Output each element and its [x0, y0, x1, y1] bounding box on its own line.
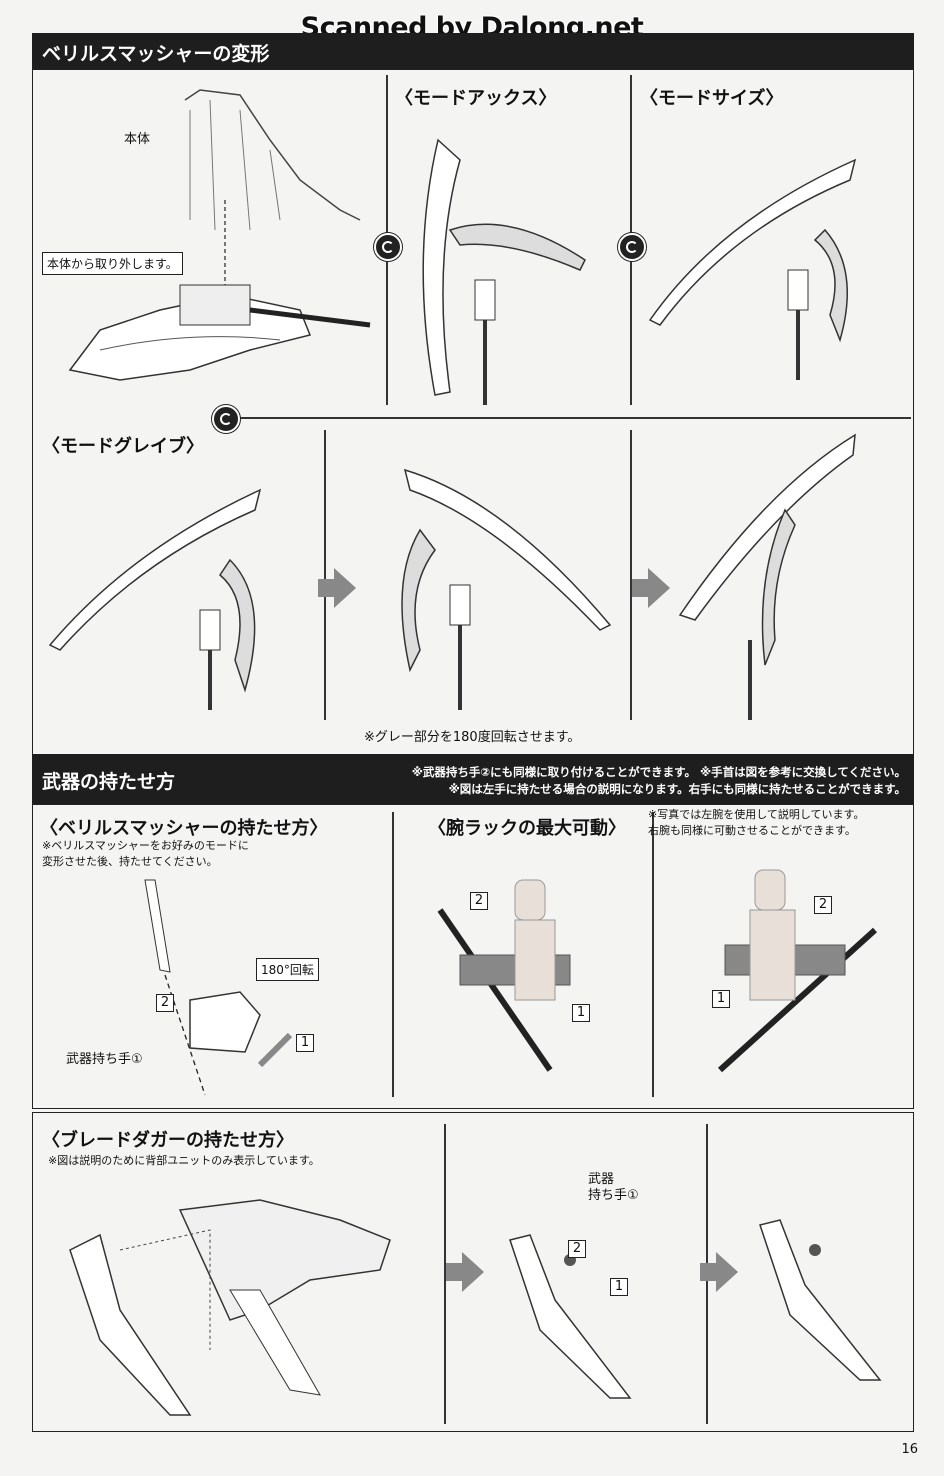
section-transform-header: ベリルスマッシャーの変形: [32, 33, 914, 69]
dagger-title: 〈ブレードダガーの持たせ方〉: [42, 1130, 294, 1151]
mode-glaive-title: 〈モードグレイブ〉: [42, 436, 204, 457]
step-num-2: 2: [814, 896, 832, 914]
note-gray: ※グレー部分を180度回転させます。: [364, 730, 581, 745]
page-number: 16: [901, 1442, 918, 1457]
label-body: 本体: [124, 132, 151, 147]
step-num-2: 2: [156, 994, 174, 1012]
weapon-illustration-axe: [422, 138, 586, 405]
section-hold-header: 武器の持たせ方 ※武器持ち手②にも同様に取り付けることができます。 ※手首は図を…: [32, 754, 914, 804]
section-hold-title: 武器の持たせ方: [42, 771, 176, 793]
arm-rack-note: ※写真では左腕を使用して説明しています。 右腕も同様に可動させることができます。: [648, 808, 865, 837]
step-num-1: 1: [610, 1278, 628, 1296]
weapon-illustration-glaive-2: [401, 468, 612, 710]
transform-icon: [374, 233, 402, 261]
divider: [630, 430, 632, 720]
dagger-frame: [32, 1112, 914, 1432]
transform-icon: [618, 233, 646, 261]
dagger-note: ※図は説明のために背部ユニットのみ表示しています。: [48, 1154, 320, 1167]
divider: [652, 812, 654, 1097]
divider: [225, 417, 911, 419]
hold-note-2: ※図は左手に持たせる場合の説明になります。右手にも同様に持たせることができます。: [448, 782, 906, 796]
hold-illustration-arm-2: [717, 869, 878, 1073]
hold-note-1: ※武器持ち手②にも同様に取り付けることができます。 ※手首は図を参考に交換してく…: [411, 765, 906, 779]
step-num-1: 1: [712, 990, 730, 1008]
beryl-hold-note: ※ベリルスマッシャーをお好みのモードに 変形させた後、持たせてください。: [42, 839, 249, 868]
label-hand1: 武器持ち手①: [66, 1052, 143, 1067]
weapon-illustration-body: [68, 89, 371, 381]
label-remove: 本体から取り外します。: [42, 252, 183, 275]
mode-scythe-title: 〈モードサイズ〉: [640, 88, 784, 109]
hold-frame: [32, 804, 914, 1109]
divider: [444, 1124, 446, 1424]
weapon-illustration-scythe: [648, 158, 857, 380]
dagger-illustration-3: [759, 1219, 882, 1381]
transform-icon: [212, 405, 240, 433]
step-num-1: 1: [296, 1034, 314, 1052]
step-num-2: 2: [568, 1240, 586, 1258]
step-num-2: 2: [470, 892, 488, 910]
beryl-hold-title: 〈ベリルスマッシャーの持たせ方〉: [40, 818, 328, 839]
divider: [392, 812, 394, 1097]
divider: [324, 430, 326, 720]
label-hand1-dagger: 武器 持ち手①: [588, 1172, 639, 1203]
weapon-illustration-glaive-1: [48, 488, 262, 710]
hold-illustration-beryl: [144, 879, 293, 1096]
mode-axe-title: 〈モードアックス〉: [395, 88, 557, 109]
arm-rack-title: 〈腕ラックの最大可動〉: [428, 818, 626, 839]
dagger-illustration-1: [69, 1199, 391, 1416]
step-num-1: 1: [572, 1004, 590, 1022]
label-180: 180°回転: [256, 958, 319, 981]
weapon-illustration-glaive-3: [678, 433, 856, 720]
section-transform-title: ベリルスマッシャーの変形: [42, 43, 270, 65]
hold-illustration-arm-1: [437, 879, 571, 1072]
